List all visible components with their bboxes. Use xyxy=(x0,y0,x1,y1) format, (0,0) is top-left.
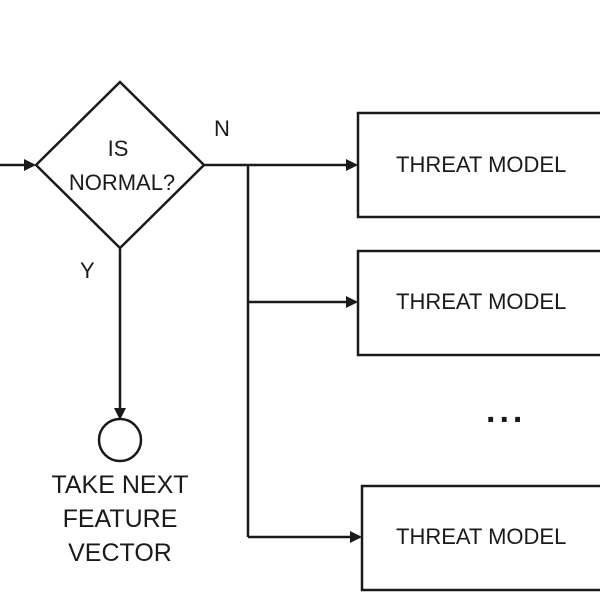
terminal-label-line2: FEATURE xyxy=(62,505,178,533)
no-branch-label: N xyxy=(214,116,230,141)
decision-label-line2: NORMAL? xyxy=(68,170,176,195)
decision-label-line1: IS xyxy=(107,136,129,161)
yes-branch-label: Y xyxy=(80,258,95,283)
more-models-ellipsis: ... xyxy=(486,392,527,430)
terminal-label-line3: VECTOR xyxy=(68,539,172,567)
threat-model-box-2 xyxy=(356,249,600,357)
threat-model-box-1 xyxy=(356,111,600,219)
threat-model-label-3: THREAT MODEL xyxy=(396,524,567,549)
terminal-circle xyxy=(97,417,143,463)
terminal-label-line1: TAKE NEXT xyxy=(51,471,189,499)
threat-model-label-2: THREAT MODEL xyxy=(396,289,567,314)
threat-model-label-1: THREAT MODEL xyxy=(396,152,567,177)
terminal-label: TAKE NEXT FEATURE VECTOR xyxy=(30,468,210,570)
threat-model-box-3 xyxy=(360,484,600,592)
decision-diamond xyxy=(34,80,206,250)
